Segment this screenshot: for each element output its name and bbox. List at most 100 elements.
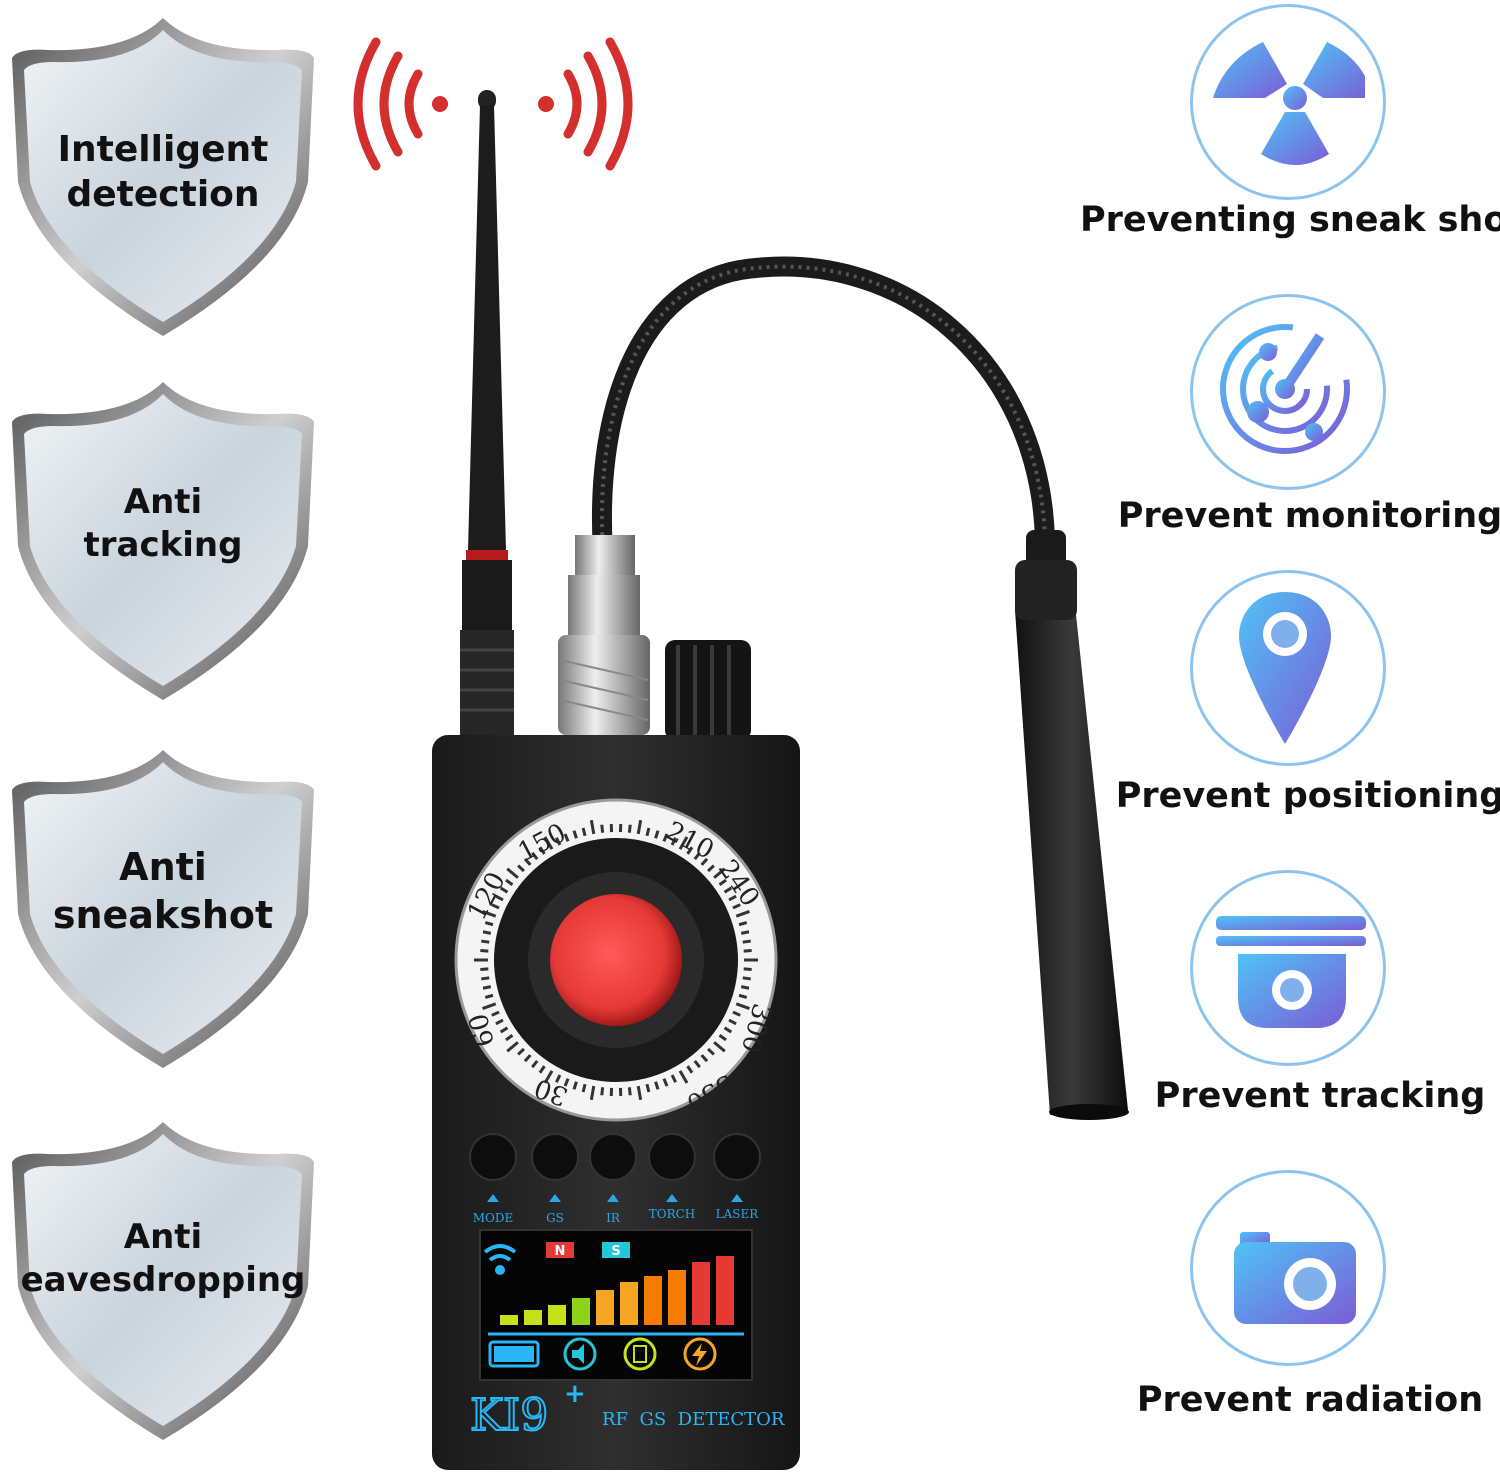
feature-prevent-tracking: Prevent tracking: [1080, 870, 1500, 1130]
dial-tick: [743, 949, 752, 953]
dial-tick: [700, 1054, 709, 1063]
dial-tick: [645, 827, 651, 837]
shield-icon: [12, 18, 314, 336]
dial-tick: [723, 886, 733, 894]
feature-label: Prevent positioning: [1115, 776, 1500, 816]
dial-tick: [742, 976, 751, 981]
dial-tick: [600, 824, 605, 833]
gs-button[interactable]: [531, 1133, 579, 1181]
shield-title: Intelligent detection: [8, 127, 318, 217]
mode-button[interactable]: [469, 1133, 517, 1181]
model-superscript: +: [564, 1379, 586, 1409]
dial-tick: [589, 819, 596, 835]
radiation-icon: [1213, 42, 1365, 165]
dial-tick: [555, 1074, 562, 1083]
radar-icon: [1220, 324, 1350, 454]
shield-line-2: tracking: [83, 524, 243, 565]
feature-circle: [1190, 4, 1386, 200]
dial-tick: [484, 921, 494, 927]
lightning-icon: [683, 1337, 717, 1371]
dial-tick: [728, 1018, 737, 1026]
dial-tick: [505, 1034, 514, 1042]
dial-tick: [482, 910, 497, 918]
laser-button[interactable]: [713, 1133, 761, 1181]
gooseneck-cable: [591, 256, 1055, 577]
shield-title: Anti eavesdropping: [8, 1216, 318, 1301]
signal-waves-icon: [353, 37, 633, 171]
dial-tick: [499, 886, 509, 894]
shield-badge-detection: Intelligent detection: [8, 12, 318, 342]
wifi-icon: [483, 1244, 517, 1275]
dial-tick: [718, 878, 727, 886]
dial-tick: [645, 1083, 651, 1093]
shield-badge-eavesdropping: Anti eavesdropping: [8, 1116, 318, 1446]
dial-tick: [678, 1070, 689, 1084]
dial-tick: [581, 827, 587, 837]
ir-button[interactable]: [589, 1133, 637, 1181]
dial-tick: [636, 1085, 643, 1101]
model-name: KI9: [470, 1390, 548, 1441]
dial-tick: [686, 846, 694, 855]
map-pin-icon: [1239, 592, 1331, 744]
gs-label: GS: [546, 1211, 564, 1225]
probe-handle: [1015, 530, 1129, 1120]
dial-tick: [693, 1059, 701, 1069]
dial-tick: [718, 1034, 727, 1042]
dial-tick: [740, 985, 750, 990]
dial-tick: [732, 903, 741, 910]
dial-tick: [738, 921, 748, 927]
dial-tick: [662, 1078, 669, 1087]
dial-tick: [723, 1026, 733, 1034]
dial-tick: [517, 1047, 525, 1056]
dial-tick: [740, 930, 750, 935]
shield-line-2: sneakshot: [52, 892, 274, 937]
feature-circle: [1190, 570, 1386, 766]
dial-tick: [678, 836, 689, 850]
ir-label: IR: [606, 1211, 621, 1225]
feature-label: Prevent radiation: [1136, 1380, 1484, 1420]
vibrate-icon: [623, 1337, 657, 1371]
signal-strength-bars: [500, 1256, 734, 1325]
feature-prevent-positioning: Prevent positioning: [1080, 570, 1500, 830]
dial-tick: [735, 910, 750, 918]
shield-line-1: Anti: [123, 1217, 203, 1257]
magnet-north-label: N: [555, 1244, 566, 1259]
dial-tick: [581, 1083, 587, 1093]
dial-tick: [572, 1081, 578, 1090]
dial-tick: [743, 967, 752, 971]
dial-tick: [495, 1018, 504, 1026]
feature-label: Preventing sneak shots: [1080, 200, 1500, 240]
dial-tick: [627, 824, 632, 833]
torch-label: TORCH: [649, 1207, 696, 1221]
device-illustration: 150 210 240 300 330 30 60 120: [353, 37, 1129, 1470]
dial-tick: [538, 846, 546, 855]
dial-tick: [728, 894, 737, 902]
dial-tick: [707, 864, 715, 873]
dial-tick: [700, 857, 709, 866]
shield-icon: [12, 750, 314, 1068]
shield-line-2: eavesdropping: [20, 1259, 306, 1300]
mode-label: MODE: [473, 1211, 514, 1225]
dial-tick: [713, 1041, 726, 1053]
dial-tick: [563, 1078, 570, 1087]
shield-title: Anti sneakshot: [8, 844, 318, 939]
dial-tick: [627, 1087, 632, 1096]
torch-button[interactable]: [648, 1133, 696, 1181]
feature-label: Prevent monitoring: [1117, 496, 1500, 536]
shield-badge-tracking: Anti tracking: [8, 376, 318, 706]
feature-prevent-radiation: Prevent radiation: [1080, 1170, 1500, 1430]
shield-line-1: Anti: [123, 482, 203, 522]
volume-knob[interactable]: [665, 640, 751, 740]
detector-subtitle: RF GS DETECTOR: [602, 1409, 785, 1430]
dial-tick: [531, 851, 539, 861]
dial-tick: [654, 830, 660, 839]
dial-tick: [713, 867, 726, 879]
feature-circle: [1190, 294, 1386, 490]
dial-tick: [538, 1065, 546, 1074]
dial-tick: [523, 857, 532, 866]
detector-device: 150 210 240 300 330 30 60 120: [340, 30, 1160, 1470]
dial-tick: [505, 878, 514, 886]
dial-tick: [654, 1081, 660, 1090]
dial-tick: [482, 985, 492, 990]
antenna: [460, 90, 514, 740]
